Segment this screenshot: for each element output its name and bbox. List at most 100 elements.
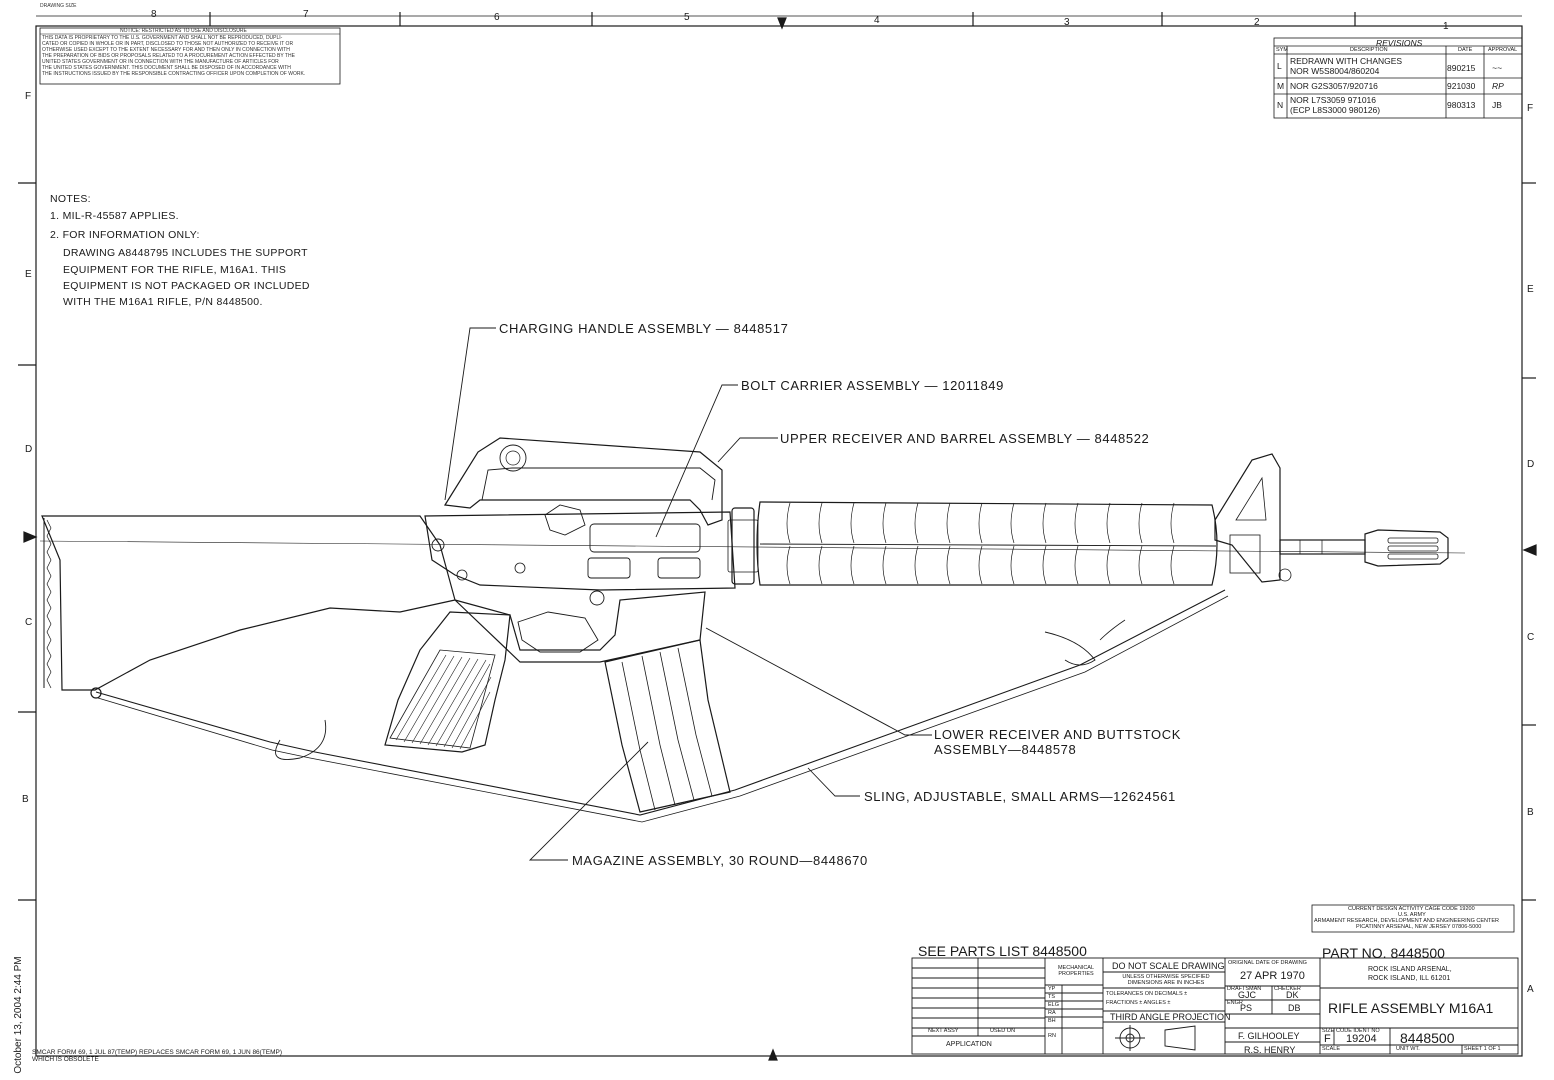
callout-sling: SLING, ADJUSTABLE, SMALL ARMS—12624561 <box>864 789 1176 804</box>
zone-top-4: 4 <box>874 15 880 26</box>
original-date: 27 APR 1970 <box>1240 970 1305 982</box>
prop-row: ELG <box>1048 1002 1060 1008</box>
fractions-label: FRACTIONS ± ANGLES ± <box>1106 1000 1171 1006</box>
cage-line: PICATINNY ARSENAL, NEW JERSEY 07806-5000 <box>1356 924 1482 930</box>
revision-desc: REDRAWN WITH CHANGES <box>1290 56 1403 66</box>
prop-row: YP <box>1048 986 1056 992</box>
next-assy-label: NEXT ASSY <box>928 1028 959 1034</box>
scale-label: SCALE <box>1322 1046 1341 1052</box>
revision-date: 890215 <box>1447 63 1476 73</box>
parts-list-reference: SEE PARTS LIST 8448500 <box>918 943 1087 959</box>
engineer-2: DB <box>1288 1003 1301 1013</box>
code-ident: 19204 <box>1346 1033 1377 1045</box>
handguard <box>756 501 1218 586</box>
front-sight <box>1214 453 1281 583</box>
application-label: APPLICATION <box>946 1041 992 1048</box>
note-line: 1. MIL-R-45587 APPLIES. <box>50 210 179 222</box>
note-line: WITH THE M16A1 RIFLE, P/N 8448500. <box>63 296 263 308</box>
revision-approval: JB <box>1492 100 1502 110</box>
cage-code-block <box>1311 904 1515 933</box>
revision-desc: (ECP L8S3000 980126) <box>1290 105 1381 115</box>
cage-line: U.S. ARMY <box>1398 912 1426 918</box>
revisions-col-date: DATE <box>1458 47 1473 53</box>
callout-charging-handle: CHARGING HANDLE ASSEMBLY — 8448517 <box>499 321 789 336</box>
note-line: DRAWING A8448795 INCLUDES THE SUPPORT <box>63 247 308 259</box>
flash-suppressor <box>1364 529 1449 567</box>
unit-weight-label: UNIT WT. <box>1396 1046 1420 1052</box>
zone-right-f: F <box>1527 103 1534 114</box>
notice-title: NOTICE: RESTRICTED AS TO USE AND DISCLOS… <box>120 28 247 34</box>
buttstock <box>41 515 456 691</box>
notice-line: THE PREPARATION OF BIDS OR PROPOSALS REL… <box>42 53 295 59</box>
used-on-label: USED ON <box>990 1028 1016 1034</box>
zone-right-c: C <box>1527 632 1535 643</box>
revision-approval: ~~ <box>1492 63 1502 73</box>
zone-right-e: E <box>1527 284 1534 295</box>
revision-sym: M <box>1277 81 1285 91</box>
checker: DK <box>1286 990 1299 1000</box>
revision-desc: NOR G2S3057/920716 <box>1290 81 1378 91</box>
code-ident-label: CODE IDENT NO <box>1336 1028 1380 1034</box>
prop-row: RN <box>1048 1033 1056 1039</box>
activity-location: ROCK ISLAND, ILL 61201 <box>1368 975 1451 982</box>
callout-upper-receiver: UPPER RECEIVER AND BARREL ASSEMBLY — 844… <box>780 431 1150 446</box>
part-number: PART NO. 8448500 <box>1322 945 1445 961</box>
size-label: SIZE <box>1322 1028 1335 1034</box>
revision-desc: NOR W5S8004/860204 <box>1290 66 1380 76</box>
drawing-title: RIFLE ASSEMBLY M16A1 <box>1328 1000 1494 1016</box>
revision-date: 980313 <box>1447 100 1476 110</box>
zone-top-7: 7 <box>303 9 309 20</box>
callout-magazine: MAGAZINE ASSEMBLY, 30 ROUND—8448670 <box>572 853 868 868</box>
notice-line: THE INSTRUCTIONS ISSUED BY THE RESPONSIB… <box>42 71 306 77</box>
center-mark-right <box>1522 544 1537 556</box>
pistol-grip <box>384 611 511 753</box>
carry-handle <box>443 437 723 526</box>
notice-line: OTHERWISE USED EXCEPT TO THE EXTENT NECE… <box>42 47 290 53</box>
callout-lower-receiver: LOWER RECEIVER AND BUTTSTOCK <box>934 727 1181 742</box>
center-mark-top <box>777 17 787 30</box>
note-line: 2. FOR INFORMATION ONLY: <box>50 229 200 241</box>
center-mark-bottom <box>768 1048 778 1061</box>
engineer-label: ENGR <box>1227 1000 1243 1006</box>
zone-right-d: D <box>1527 459 1535 470</box>
magazine <box>604 639 731 813</box>
zone-top-1: 1 <box>1443 21 1449 32</box>
upper-receiver <box>424 511 736 591</box>
revision-date: 921030 <box>1447 81 1476 91</box>
zone-right-b: B <box>1527 807 1534 818</box>
dimensions-note: UNLESS OTHERWISE SPECIFIED DIMENSIONS AR… <box>1122 974 1210 986</box>
projection-label: THIRD ANGLE PROJECTION <box>1110 1012 1231 1022</box>
prop-row: TS <box>1048 994 1056 1000</box>
center-mark-left <box>23 531 38 543</box>
prop-row: BH <box>1048 1018 1056 1024</box>
revision-sym: L <box>1277 61 1282 71</box>
revision-sym: N <box>1277 100 1284 110</box>
sheet-label: SHEET 1 OF 1 <box>1464 1046 1501 1052</box>
print-timestamp: October 13, 2004 2:44 PM <box>13 956 24 1074</box>
callout-bolt-carrier: BOLT CARRIER ASSEMBLY — 12011849 <box>741 378 1004 393</box>
zone-top-2: 2 <box>1254 17 1260 28</box>
zone-top-6: 6 <box>494 12 500 23</box>
zone-top-5: 5 <box>684 12 690 23</box>
draftsman-label: DRAFTSMAN <box>1227 986 1262 992</box>
original-date-label: ORIGINAL DATE OF DRAWING <box>1228 960 1307 966</box>
drawing-border <box>35 25 1523 1057</box>
zone-left-e: E <box>25 269 32 280</box>
form-note: SMCAR FORM 69, 1 JUL 87(TEMP) REPLACES S… <box>32 1049 283 1056</box>
prop-row: RA <box>1048 1010 1056 1016</box>
cage-line: ARMAMENT RESEARCH, DEVELOPMENT AND ENGIN… <box>1314 918 1499 924</box>
note-line: EQUIPMENT IS NOT PACKAGED OR INCLUDED <box>63 280 310 292</box>
lower-receiver <box>454 591 706 663</box>
zone-left-b: B <box>22 794 29 805</box>
cage-line: CURRENT DESIGN ACTIVITY CAGE CODE 19200 <box>1348 906 1475 912</box>
zone-top-3: 3 <box>1064 17 1070 28</box>
drawing-number: 8448500 <box>1400 1030 1455 1046</box>
sheet-size-fragment: DRAWING SIZE <box>40 3 77 9</box>
revisions-table <box>1273 37 1523 119</box>
rifle-illustration <box>39 437 1466 823</box>
zone-left-c: C <box>25 617 33 628</box>
form-note-line2: WHICH IS OBSOLETE <box>32 1056 99 1063</box>
draftsman: GJC <box>1238 990 1256 1000</box>
do-not-scale-label: DO NOT SCALE DRAWING <box>1112 961 1225 971</box>
